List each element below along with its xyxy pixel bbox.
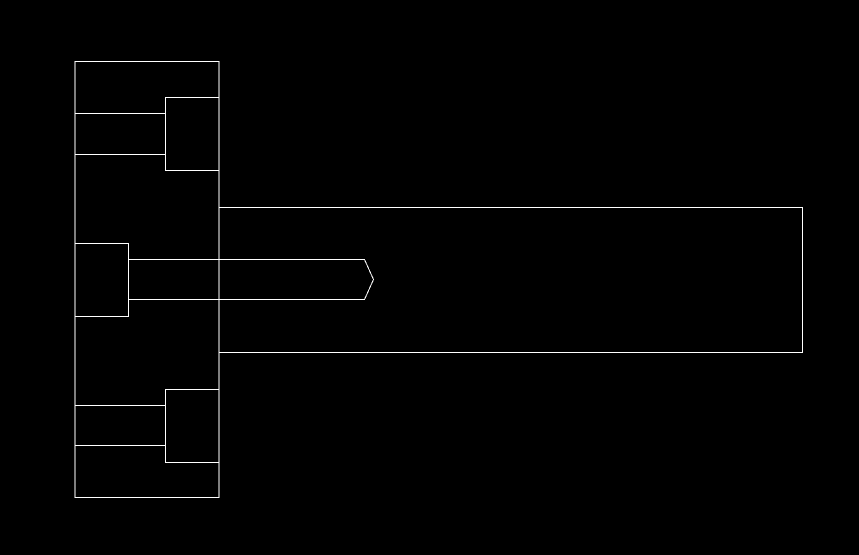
top-connector <box>75 97 220 171</box>
center-arrow <box>74 243 375 317</box>
top-connector-square <box>165 97 220 171</box>
right-long-body <box>219 207 803 353</box>
center-arrow-base <box>74 243 129 317</box>
left-block-outline <box>74 61 220 498</box>
bottom-connector <box>75 389 220 463</box>
bottom-connector-square <box>165 389 220 463</box>
center-arrow-shaft <box>128 259 375 300</box>
